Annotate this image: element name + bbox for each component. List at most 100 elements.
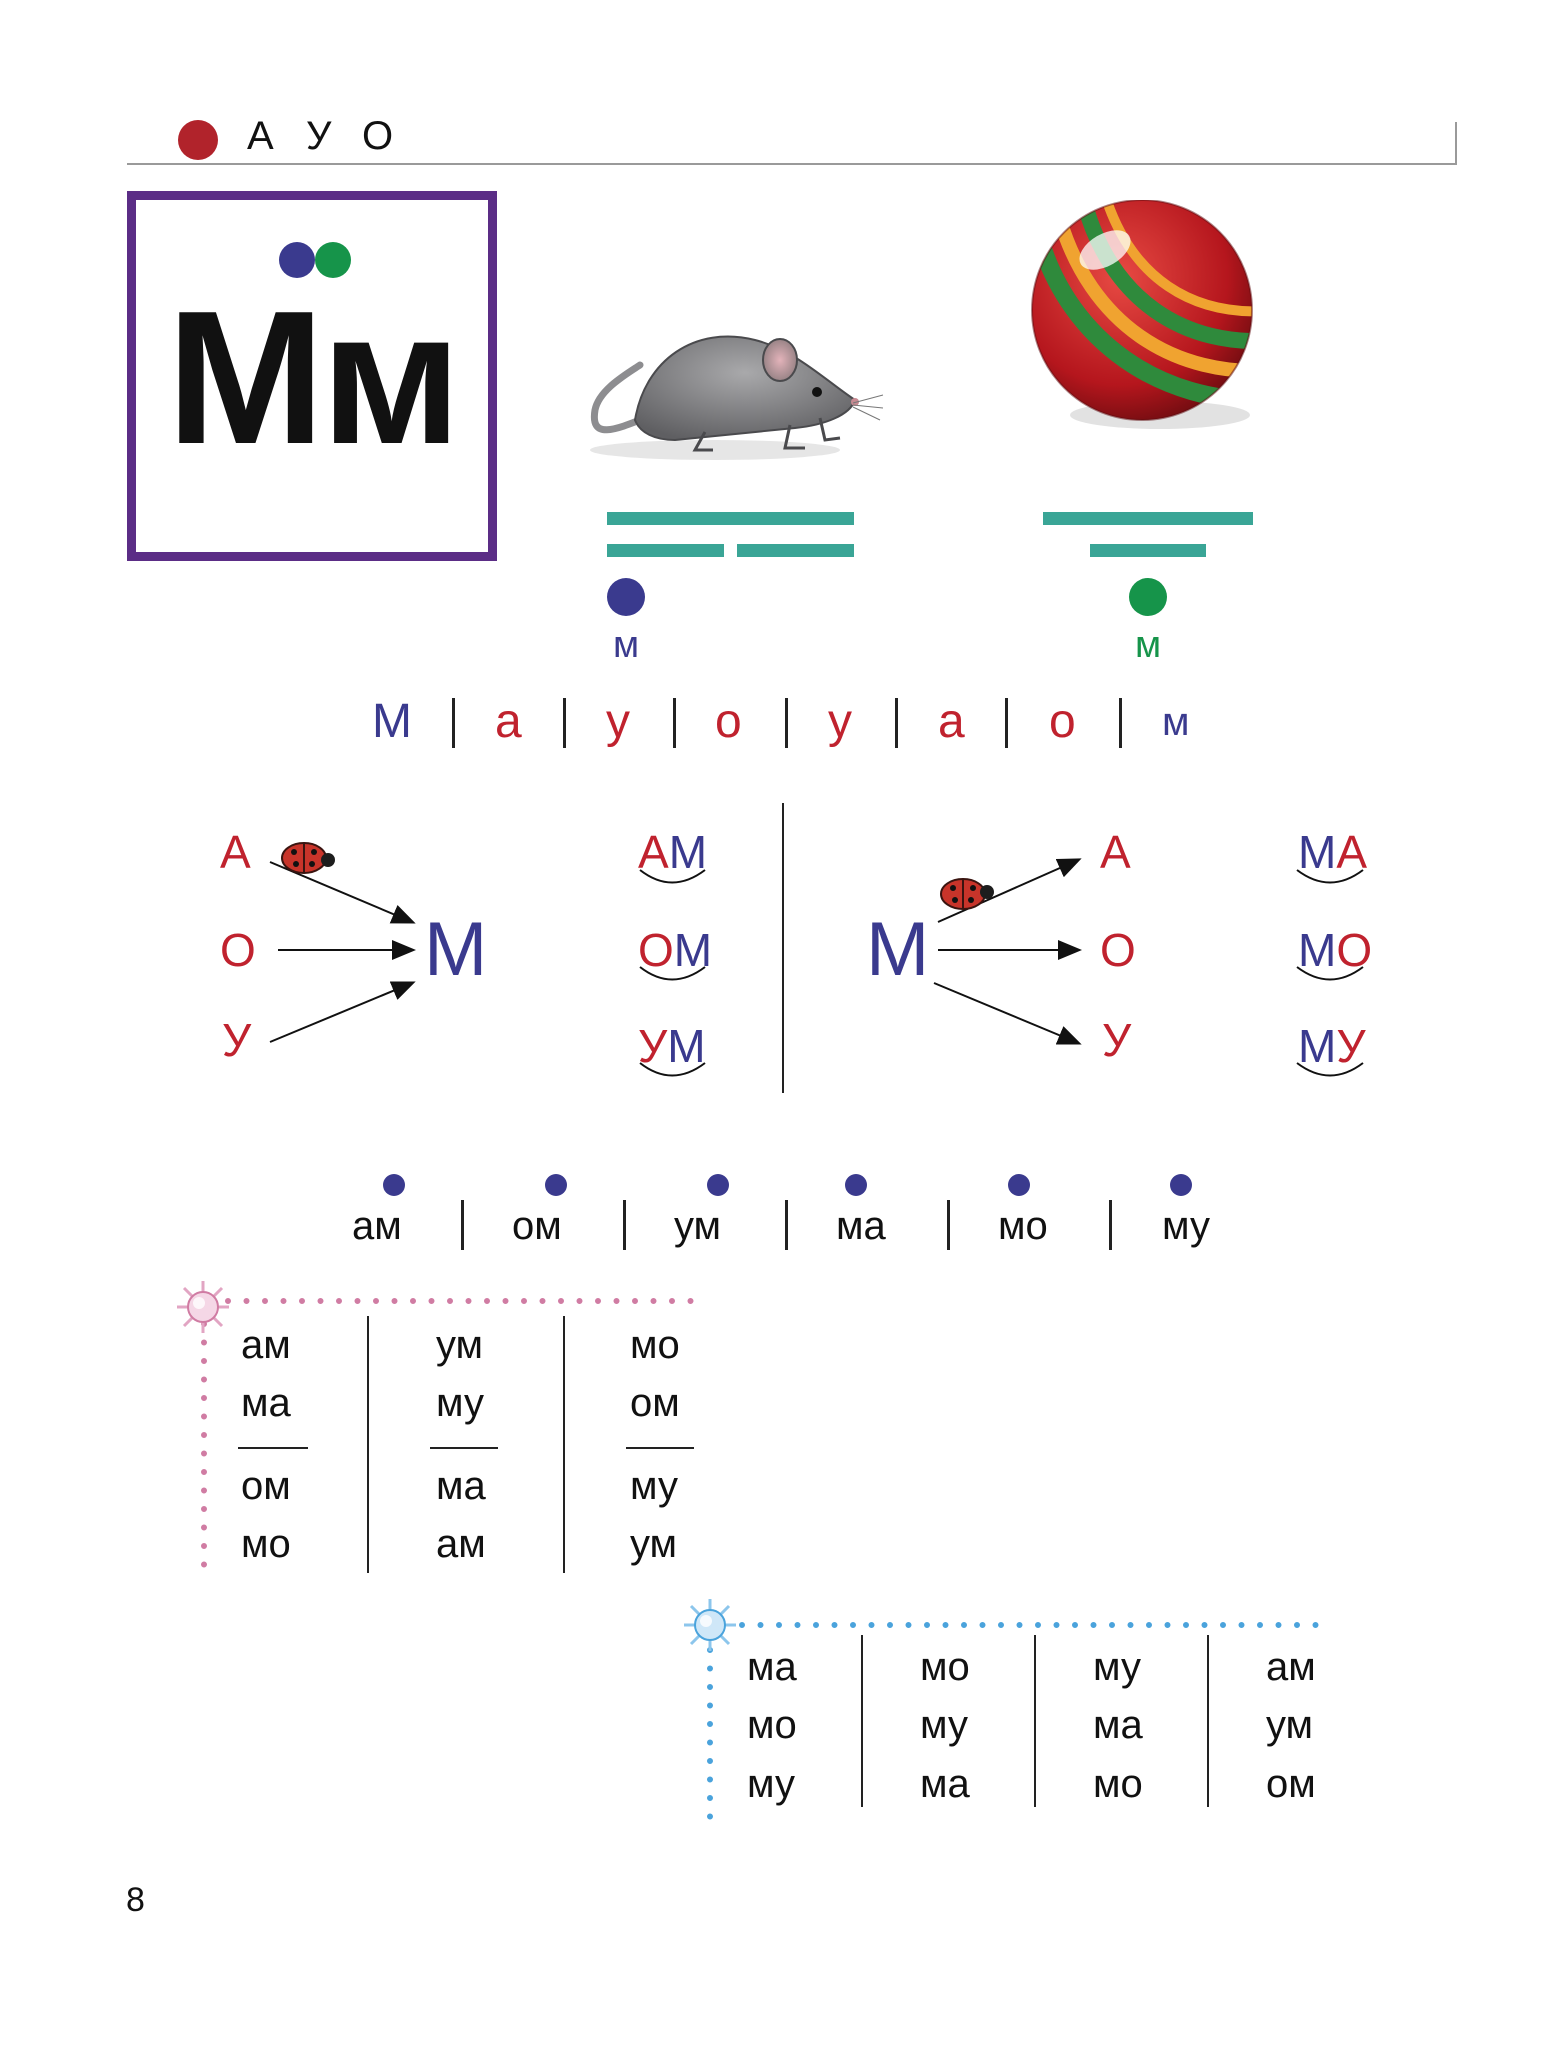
header-rule-tick — [1455, 122, 1457, 165]
ladybug-icon — [940, 878, 994, 910]
sequence-separator — [895, 698, 898, 748]
sequence-letter: у — [606, 695, 630, 748]
table-cell: ум — [436, 1323, 484, 1367]
syllable-stress-dot — [707, 1174, 729, 1196]
page-number: 8 — [126, 1881, 145, 1919]
sequence-separator — [785, 698, 788, 748]
sequence-letter: М — [372, 695, 412, 748]
ladybug-icon — [281, 842, 335, 874]
header-rule — [127, 163, 1457, 165]
header-red-dot — [178, 120, 218, 160]
header-letter-u: У — [306, 114, 332, 158]
syllable-stress-dot — [1008, 1174, 1030, 1196]
table-cell: ам — [1266, 1645, 1316, 1689]
table-cell: ом — [1266, 1762, 1316, 1806]
table-cell: му — [747, 1762, 795, 1806]
syllable-separator — [1109, 1200, 1112, 1250]
vowel-letter: О — [220, 924, 256, 976]
table-cell: мо — [747, 1703, 797, 1747]
syllable-word: му — [1162, 1204, 1210, 1248]
table-column-line — [563, 1316, 565, 1573]
syllable-mo: МО — [1298, 924, 1373, 976]
table-cell: му — [630, 1464, 678, 1508]
hard-sound-dot — [279, 242, 315, 278]
table-cell: ма — [747, 1645, 797, 1689]
syllable-separator — [785, 1200, 788, 1250]
vowel-letter: У — [1102, 1014, 1132, 1066]
sequence-separator — [563, 698, 566, 748]
sequence-letter: о — [1049, 695, 1076, 748]
table-divider — [626, 1447, 694, 1449]
sequence-separator — [1119, 698, 1122, 748]
mouse-sound-label: м — [612, 624, 640, 666]
syllable-separator — [623, 1200, 626, 1250]
syllable-stress-dot — [845, 1174, 867, 1196]
sequence-letter: у — [828, 695, 852, 748]
table-cell: мо — [630, 1323, 680, 1367]
ball-sound-label: м — [1134, 624, 1162, 666]
sequence-letter: м — [1162, 700, 1190, 744]
table-divider — [430, 1447, 498, 1449]
header-letter-o: О — [362, 114, 394, 158]
table-cell: ам — [241, 1323, 291, 1367]
table-cell: мо — [241, 1522, 291, 1566]
table-cell: му — [1093, 1645, 1141, 1689]
letter-card: Мм — [127, 191, 497, 561]
sequence-separator — [452, 698, 455, 748]
mouse-scheme-word-bar — [607, 512, 854, 525]
syllable-word: ум — [674, 1204, 722, 1248]
ball-image — [1031, 200, 1253, 429]
syllable-word: ом — [512, 1204, 562, 1248]
table-cell: му — [920, 1703, 968, 1747]
table-cell: ом — [630, 1381, 680, 1425]
ball-scheme-syllable-bar — [1090, 544, 1206, 557]
consonant-letter: М — [866, 907, 930, 992]
ball-sound-dot — [1129, 578, 1167, 616]
syllable-stress-dot — [1170, 1174, 1192, 1196]
table-cell: ам — [436, 1522, 486, 1566]
syllable-stress-dot — [545, 1174, 567, 1196]
syllable-om: ОМ — [638, 924, 713, 976]
table-cell: ум — [630, 1522, 678, 1566]
table-cell: мо — [1093, 1762, 1143, 1806]
mouse-scheme-syllable-bar-2 — [737, 544, 854, 557]
pink-table-frame — [201, 1298, 703, 1583]
mouse-image — [590, 335, 884, 460]
table-column-line — [1034, 1635, 1036, 1807]
syllable-separator — [947, 1200, 950, 1250]
vowel-letter: О — [1100, 924, 1136, 976]
table-cell: ма — [1093, 1703, 1143, 1747]
mouse-scheme-syllable-bar-1 — [607, 544, 724, 557]
table-cell: ма — [920, 1762, 970, 1806]
syllable-mu: МУ — [1298, 1020, 1366, 1072]
blue-table-frame — [707, 1622, 1333, 1821]
header-letter-a: А — [247, 114, 274, 158]
table-column-line — [861, 1635, 863, 1807]
vowel-letter: А — [220, 826, 251, 878]
table-column-line — [1207, 1635, 1209, 1807]
consonant-letter: М — [424, 907, 488, 992]
syllable-word: мо — [998, 1204, 1048, 1248]
table-cell: мо — [920, 1645, 970, 1689]
syllable-stress-dot — [383, 1174, 405, 1196]
syllable-um: УМ — [638, 1020, 706, 1072]
mouse-sound-dot — [607, 578, 645, 616]
syllable-ma: МА — [1298, 826, 1368, 878]
table-cell: ом — [241, 1464, 291, 1508]
syllable-word: ам — [352, 1204, 402, 1248]
pink-sun-icon — [177, 1281, 229, 1333]
sequence-letter: а — [495, 695, 522, 748]
table-column-line — [367, 1316, 369, 1573]
sequence-letter: о — [715, 695, 742, 748]
ball-scheme-word-bar — [1043, 512, 1253, 525]
syllable-am: АМ — [638, 826, 708, 878]
table-cell: ма — [241, 1381, 291, 1425]
syllable-separator — [461, 1200, 464, 1250]
vowel-letter: У — [222, 1014, 252, 1066]
syllable-word: ма — [836, 1204, 886, 1248]
sequence-letter: а — [938, 695, 965, 748]
sequence-separator — [1005, 698, 1008, 748]
table-cell: ма — [436, 1464, 486, 1508]
sequence-separator — [673, 698, 676, 748]
letter-title: Мм — [166, 272, 462, 484]
